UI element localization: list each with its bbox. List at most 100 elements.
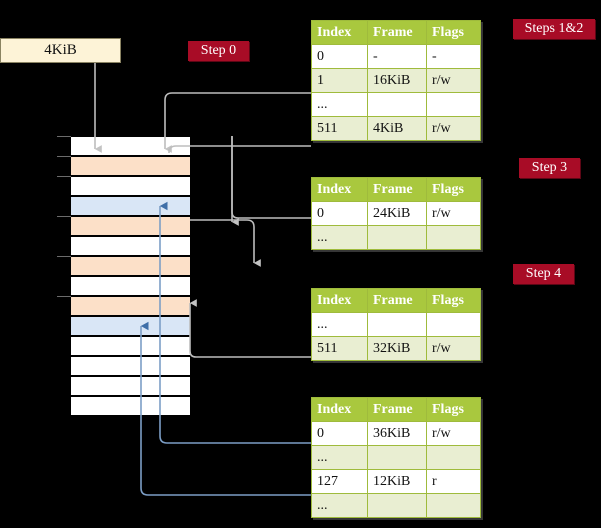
cell-index: ... xyxy=(311,225,368,250)
badge-steps-1-2: Steps 1&2 xyxy=(513,19,595,39)
table-row: ... xyxy=(311,312,481,337)
memory-row xyxy=(70,216,191,236)
col-flags: Flags xyxy=(426,288,481,313)
cell-index: ... xyxy=(311,312,368,337)
memory-row xyxy=(70,276,191,296)
col-index: Index xyxy=(311,177,368,202)
table-header-row: Index Frame Flags xyxy=(311,397,481,422)
cell-flags xyxy=(426,493,481,518)
cell-frame xyxy=(367,312,427,337)
cell-flags: r xyxy=(426,469,481,494)
table-header-row: Index Frame Flags xyxy=(311,288,481,313)
memory-row xyxy=(70,356,191,376)
cell-frame: 32KiB xyxy=(367,336,427,361)
col-flags: Flags xyxy=(426,20,481,45)
table-row: ... xyxy=(311,445,481,470)
memory-row xyxy=(70,176,191,196)
badge-step-4: Step 4 xyxy=(513,264,574,284)
memory-row xyxy=(70,336,191,356)
cell-flags: - xyxy=(426,44,481,69)
memory-tick xyxy=(57,136,71,137)
col-index: Index xyxy=(311,397,368,422)
cell-index: 127 xyxy=(311,469,368,494)
memory-row xyxy=(70,136,191,156)
col-frame: Frame xyxy=(367,288,427,313)
badge-step-4-label: Step 4 xyxy=(525,266,562,281)
memory-row xyxy=(70,376,191,396)
cell-index: 511 xyxy=(311,116,368,141)
col-flags: Flags xyxy=(426,397,481,422)
table-row: 0 - - xyxy=(311,44,481,69)
cell-flags: r/w xyxy=(426,68,481,93)
table-row: 511 4KiB r/w xyxy=(311,116,481,141)
cell-frame: 12KiB xyxy=(367,469,427,494)
col-frame: Frame xyxy=(367,177,427,202)
table-header-row: Index Frame Flags xyxy=(311,177,481,202)
badge-step-3: Step 3 xyxy=(519,158,580,178)
memory-row xyxy=(70,256,191,276)
cell-flags xyxy=(426,312,481,337)
col-frame: Frame xyxy=(367,20,427,45)
page-table-level-1: Index Frame Flags 0 - - 1 16KiB r/w ... xyxy=(311,20,481,141)
memory-row xyxy=(70,236,191,256)
table-header-row: Index Frame Flags xyxy=(311,20,481,45)
cell-index: ... xyxy=(311,493,368,518)
table-row: 0 24KiB r/w xyxy=(311,201,481,226)
memory-tick xyxy=(57,296,71,297)
memory-row xyxy=(70,396,191,416)
frame-size-label: 4KiB xyxy=(0,38,121,63)
page-table-level-2: Index Frame Flags 0 24KiB r/w ... xyxy=(311,177,481,250)
memory-tick xyxy=(57,156,71,157)
cell-flags xyxy=(426,92,481,117)
table-row: 0 36KiB r/w xyxy=(311,421,481,446)
memory-tick xyxy=(57,256,71,257)
cell-frame xyxy=(367,92,427,117)
cell-frame: - xyxy=(367,44,427,69)
cell-frame: 24KiB xyxy=(367,201,427,226)
col-index: Index xyxy=(311,288,368,313)
cell-index: 0 xyxy=(311,44,368,69)
cell-flags: r/w xyxy=(426,421,481,446)
cell-frame xyxy=(367,493,427,518)
page-table-level-4: Index Frame Flags 0 36KiB r/w ... 127 12… xyxy=(311,397,481,518)
cell-flags: r/w xyxy=(426,336,481,361)
cell-flags xyxy=(426,445,481,470)
cell-index: 0 xyxy=(311,201,368,226)
physical-memory-column xyxy=(70,136,191,416)
memory-row xyxy=(70,196,191,216)
col-frame: Frame xyxy=(367,397,427,422)
table-row: ... xyxy=(311,92,481,117)
table-row: 1 16KiB r/w xyxy=(311,68,481,93)
cell-frame xyxy=(367,445,427,470)
wire-memory-to-table3-hook xyxy=(190,219,255,249)
cell-flags: r/w xyxy=(426,201,481,226)
table-row: 511 32KiB r/w xyxy=(311,336,481,361)
cell-index: 0 xyxy=(311,421,368,446)
cell-frame: 4KiB xyxy=(367,116,427,141)
memory-row xyxy=(70,156,191,176)
table-row: ... xyxy=(311,225,481,250)
page-table-level-3: Index Frame Flags ... 511 32KiB r/w xyxy=(311,288,481,361)
memory-tick xyxy=(57,216,71,217)
cell-index: ... xyxy=(311,445,368,470)
cell-frame: 36KiB xyxy=(367,421,427,446)
badge-step-0: Step 0 xyxy=(188,41,249,61)
table-row: ... xyxy=(311,493,481,518)
badge-step-0-label: Step 0 xyxy=(200,43,237,58)
cell-index: 1 xyxy=(311,68,368,93)
cell-index: 511 xyxy=(311,336,368,361)
wire-t3-left xyxy=(189,320,311,358)
cell-frame: 16KiB xyxy=(367,68,427,93)
col-flags: Flags xyxy=(426,177,481,202)
col-index: Index xyxy=(311,20,368,45)
wire-t2-left xyxy=(231,136,311,219)
memory-row xyxy=(70,316,191,336)
cell-frame xyxy=(367,225,427,250)
frame-size-label-text: 4KiB xyxy=(44,42,77,58)
memory-tick xyxy=(57,176,71,177)
table-row: 127 12KiB r xyxy=(311,469,481,494)
cell-flags xyxy=(426,225,481,250)
badge-steps-1-2-label: Steps 1&2 xyxy=(524,21,584,36)
cell-flags: r/w xyxy=(426,116,481,141)
